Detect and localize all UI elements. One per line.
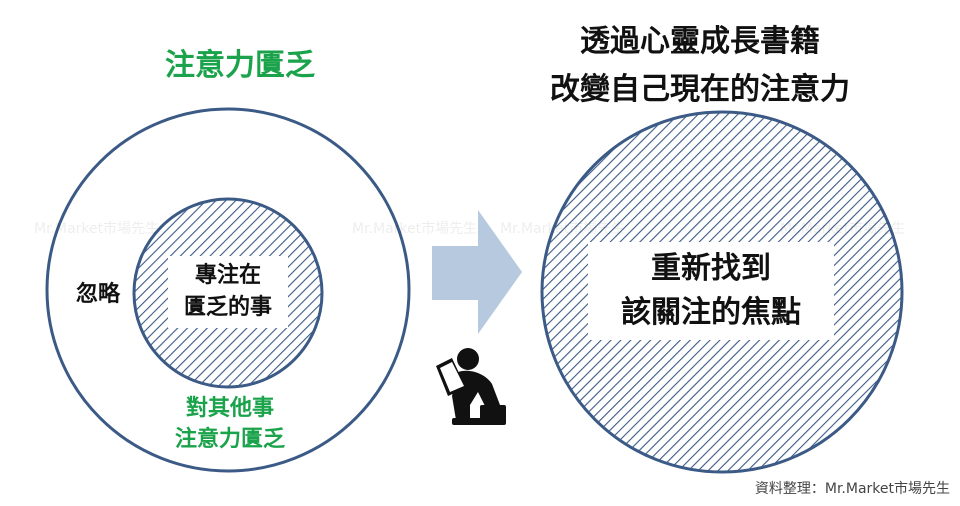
left-bottom-line: 注意力匱乏: [174, 427, 285, 452]
right-title-line: 透過心靈成長書籍: [580, 24, 820, 59]
source-credit: 資料整理：Mr.Market市場先生: [754, 481, 950, 497]
focus-label-box: 重新找到 該關注的焦點: [588, 242, 834, 340]
ignore-label: 忽略: [75, 282, 120, 307]
left-title: 注意力匱乏: [165, 48, 315, 83]
watermark: Mr.Market市場先生: [500, 221, 626, 237]
inner-label-line: 匱乏的事: [183, 295, 272, 320]
watermark: Mr.Market市場先生: [352, 221, 478, 237]
watermark: Mr.Market市場先生: [780, 221, 906, 237]
right-title: 透過心靈成長書籍 改變自己現在的注意力: [500, 18, 900, 114]
right-title-line: 改變自己現在的注意力: [550, 72, 850, 107]
inner-label-line: 專注在: [194, 263, 261, 288]
focus-label-line: 重新找到: [651, 251, 771, 286]
watermark: Mr.Market市場先生: [34, 221, 160, 237]
inner-label-box: 專注在 匱乏的事: [168, 256, 288, 328]
focus-label-line: 該關注的焦點: [621, 295, 801, 330]
left-bottom-label: 對其他事 注意力匱乏: [130, 393, 330, 455]
right-arrow-icon: [432, 210, 522, 334]
left-bottom-line: 對其他事: [185, 396, 274, 421]
person-reading-icon: [436, 348, 506, 425]
